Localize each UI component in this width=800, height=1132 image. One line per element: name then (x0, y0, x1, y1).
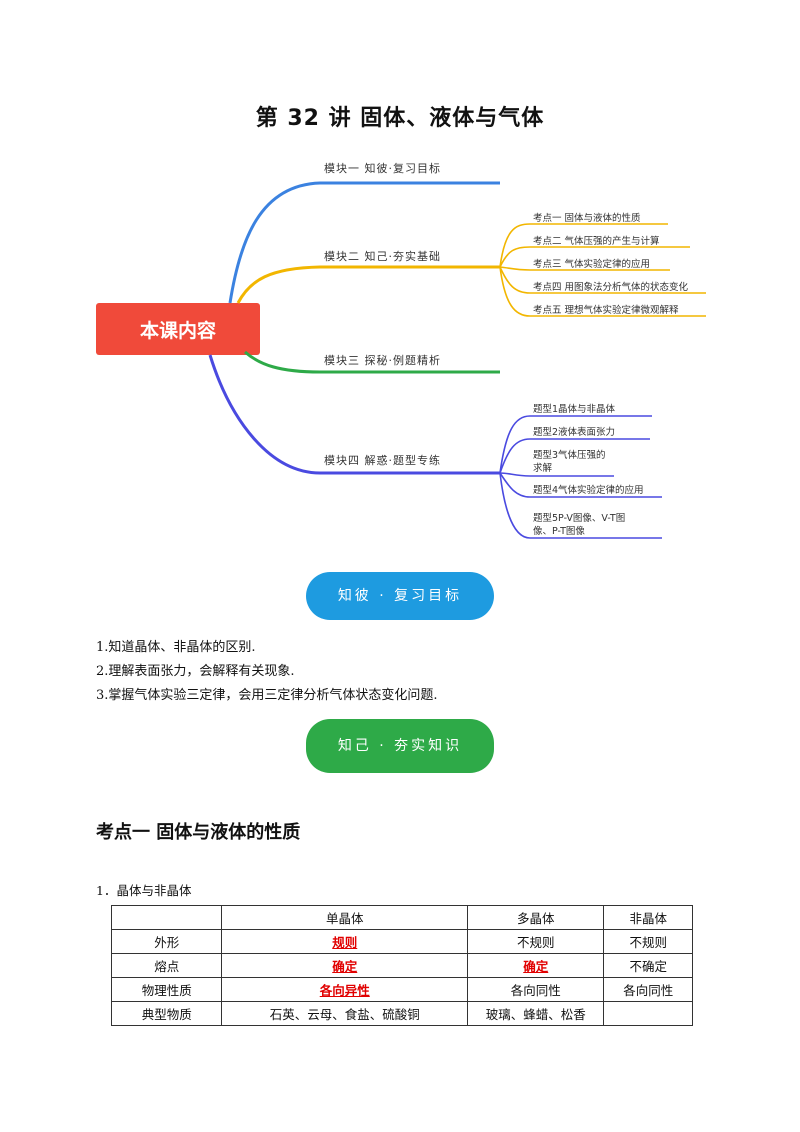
subheading: 1．晶体与非晶体 (96, 883, 192, 898)
crystal-comparison-table: 单晶体 多晶体 非晶体 外形 规则 不规则 不规则 熔点 确定 确定 不确定 物… (110, 905, 693, 1026)
answer-text: 确定 (332, 959, 358, 974)
table-cell: 玻璃、蜂蜡、松香 (467, 1001, 605, 1026)
table-cell: 确定 (221, 953, 469, 978)
branch-1-line (228, 181, 500, 304)
mind-map: 本课内容 模块一 知彼·复习目标 模块二 知己·夯实基础 考点一 固体与液体的性… (96, 161, 706, 539)
branch-4-line (208, 354, 500, 475)
branch-2-label: 模块二 知己·夯实基础 (324, 249, 441, 263)
branch-2-subtree (499, 223, 706, 317)
answer-text: 各向异性 (319, 983, 370, 998)
table-header-cell: 单晶体 (221, 905, 469, 930)
table-cell: 外形 (110, 929, 223, 954)
table-row: 外形 规则 不规则 不规则 (110, 929, 693, 954)
mindmap-center-label: 本课内容 (140, 319, 216, 342)
branch-3-line (244, 350, 500, 374)
table-header-row: 单晶体 多晶体 非晶体 (110, 905, 693, 930)
question-type-3-line-2: 求解 (533, 462, 553, 474)
table-cell (603, 1001, 693, 1026)
question-type-5-line-2: 像、P-T图像 (533, 525, 585, 537)
branch-4-subtree (499, 415, 662, 539)
table-cell: 各向同性 (603, 977, 693, 1002)
table-cell: 确定 (467, 953, 605, 978)
table-row: 典型物质 石英、云母、食盐、硫酸铜 玻璃、蜂蜡、松香 (110, 1001, 693, 1026)
branch-3-label: 模块三 探秘·例题精析 (324, 353, 441, 367)
goals-list: 1.知道晶体、非晶体的区别. 2.理解表面张力，会解释有关现象. 3.掌握气体实… (96, 636, 438, 708)
foundation-banner: 知己 · 夯实知识 (306, 719, 494, 773)
review-goals-banner: 知彼 · 复习目标 (306, 572, 494, 620)
topic-3: 考点三 气体实验定律的应用 (533, 258, 650, 270)
table-header-cell: 非晶体 (603, 905, 693, 930)
table-cell: 各向同性 (467, 977, 605, 1002)
goal-item: 1.知道晶体、非晶体的区别. (96, 640, 256, 655)
answer-text: 规则 (332, 935, 358, 950)
branch-1-label: 模块一 知彼·复习目标 (324, 161, 441, 175)
table-cell: 物理性质 (110, 977, 223, 1002)
table-cell: 规则 (221, 929, 469, 954)
section-heading: 考点一 固体与液体的性质 (96, 822, 301, 843)
question-type-2: 题型2液体表面张力 (533, 426, 615, 438)
goal-item: 2.理解表面张力，会解释有关现象. (96, 664, 295, 679)
table-cell: 典型物质 (110, 1001, 223, 1026)
topic-1: 考点一 固体与液体的性质 (533, 212, 641, 224)
table-cell: 不确定 (603, 953, 693, 978)
table-row: 物理性质 各向异性 各向同性 各向同性 (110, 977, 693, 1002)
table-cell: 各向异性 (221, 977, 469, 1002)
branch-4-label: 模块四 解惑·题型专练 (324, 453, 441, 467)
question-type-4: 题型4气体实验定律的应用 (533, 484, 644, 496)
topic-5: 考点五 理想气体实验定律微观解释 (533, 304, 679, 316)
table-cell: 石英、云母、食盐、硫酸铜 (221, 1001, 469, 1026)
question-type-1: 题型1晶体与非晶体 (533, 403, 616, 415)
goal-item: 3.掌握气体实验三定律，会用三定律分析气体状态变化问题. (96, 688, 438, 703)
table-row: 熔点 确定 确定 不确定 (110, 953, 693, 978)
page-title: 第 32 讲 固体、液体与气体 (255, 106, 545, 131)
branch-2-line (236, 265, 500, 304)
answer-text: 确定 (523, 959, 549, 974)
mindmap-center-box (96, 303, 260, 355)
table-cell: 不规则 (467, 929, 605, 954)
table-header-cell (110, 905, 223, 930)
question-type-3-line-1: 题型3气体压强的 (533, 449, 606, 461)
table-cell: 熔点 (110, 953, 223, 978)
question-type-5-line-1: 题型5P-V图像、V-T图 (533, 512, 625, 524)
topic-4: 考点四 用图象法分析气体的状态变化 (533, 281, 689, 293)
table-header-cell: 多晶体 (467, 905, 605, 930)
table-cell: 不规则 (603, 929, 693, 954)
topic-2: 考点二 气体压强的产生与计算 (533, 235, 660, 247)
